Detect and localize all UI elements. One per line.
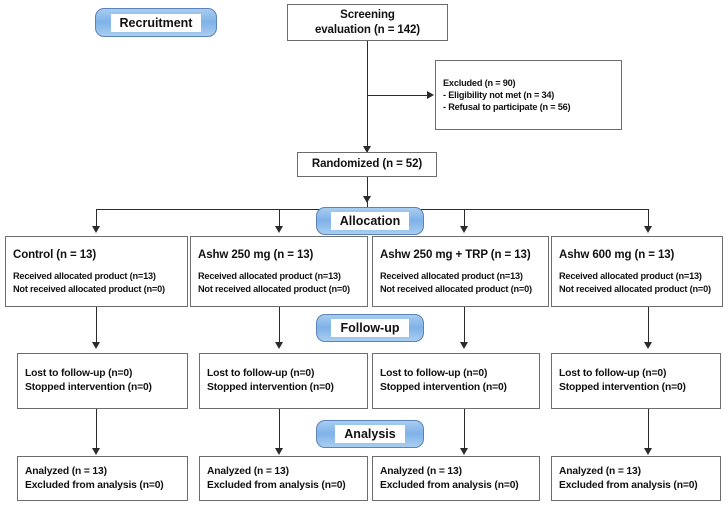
arrowhead-analysis-3 (460, 448, 468, 455)
connector-alloc-to-followup-4 (648, 307, 649, 347)
analysis-analyzed-1: Analyzed (n = 13) (25, 465, 107, 477)
followup-lost-3: Lost to follow-up (n=0) (380, 368, 488, 379)
allocation-not-received-1: Not received allocated product (n=0) (13, 283, 165, 294)
followup-stopped-4: Stopped intervention (n=0) (559, 382, 686, 393)
stage-banner-followup: Follow-up (316, 314, 424, 342)
connector-alloc-to-followup-1 (96, 307, 97, 347)
stage-banner-recruitment-label: Recruitment (110, 13, 202, 32)
stage-banner-allocation-label: Allocation (330, 212, 410, 230)
arrowhead-arm-1 (92, 226, 100, 233)
node-analysis-ashw-250: Analyzed (n = 13) Excluded from analysis… (199, 456, 368, 501)
arrowhead-followup-1 (92, 342, 100, 349)
stage-banner-analysis-label: Analysis (335, 425, 405, 443)
connector-bus-drop-3 (464, 209, 465, 231)
analysis-excluded-2: Excluded from analysis (n=0) (207, 479, 346, 491)
followup-stopped-1: Stopped intervention (n=0) (25, 382, 152, 393)
connector-bus-drop-1 (96, 209, 97, 231)
arrowhead-randomized (363, 146, 371, 153)
node-screening-evaluation: Screening evaluation (n = 142) (287, 4, 448, 41)
node-allocation-ashw-250-trp: Ashw 250 mg + TRP (n = 13) Received allo… (372, 236, 549, 307)
connector-bus-drop-2 (279, 209, 280, 231)
node-allocation-ashw-600: Ashw 600 mg (n = 13) Received allocated … (551, 236, 723, 307)
analysis-excluded-3: Excluded from analysis (n=0) (380, 479, 519, 491)
analysis-analyzed-4: Analyzed (n = 13) (559, 465, 641, 477)
excluded-line-3: - Refusal to participate (n = 56) (443, 102, 571, 113)
allocation-not-received-2: Not received allocated product (n=0) (198, 283, 350, 294)
analysis-excluded-1: Excluded from analysis (n=0) (25, 479, 164, 491)
followup-lost-2: Lost to follow-up (n=0) (207, 368, 315, 379)
allocation-title-4: Ashw 600 mg (n = 13) (559, 249, 675, 262)
connector-followup-to-analysis-2 (279, 409, 280, 453)
followup-lost-4: Lost to follow-up (n=0) (559, 368, 667, 379)
followup-stopped-3: Stopped intervention (n=0) (380, 382, 507, 393)
connector-followup-to-analysis-1 (96, 409, 97, 453)
allocation-not-received-4: Not received allocated product (n=0) (559, 283, 711, 294)
connector-followup-to-analysis-4 (648, 409, 649, 453)
arrowhead-arm-3 (460, 226, 468, 233)
node-followup-ashw-600: Lost to follow-up (n=0) Stopped interven… (551, 353, 721, 409)
excluded-line-1: Excluded (n = 90) (443, 77, 516, 88)
analysis-analyzed-2: Analyzed (n = 13) (207, 465, 289, 477)
stage-banner-followup-label: Follow-up (331, 319, 409, 337)
connector-alloc-to-followup-3 (464, 307, 465, 347)
allocation-not-received-3: Not received allocated product (n=0) (380, 283, 532, 294)
arrowhead-excluded (427, 91, 434, 99)
allocation-title-2: Ashw 250 mg (n = 13) (198, 249, 314, 262)
allocation-received-3: Received allocated product (n=13) (380, 271, 523, 282)
allocation-received-4: Received allocated product (n=13) (559, 271, 702, 282)
stage-banner-analysis: Analysis (316, 420, 424, 448)
connector-alloc-to-followup-2 (279, 307, 280, 347)
connector-followup-to-analysis-3 (464, 409, 465, 453)
allocation-received-1: Received allocated product (n=13) (13, 271, 156, 282)
allocation-title-1: Control (n = 13) (13, 249, 97, 262)
analysis-analyzed-3: Analyzed (n = 13) (380, 465, 462, 477)
arrowhead-arm-2 (275, 226, 283, 233)
node-randomized: Randomized (n = 52) (297, 152, 437, 177)
connector-screening-to-randomized (367, 41, 368, 153)
arrowhead-followup-4 (644, 342, 652, 349)
node-allocation-control: Control (n = 13) Received allocated prod… (5, 236, 188, 307)
screening-line-1: Screening (340, 8, 395, 21)
connector-bus-drop-4 (648, 209, 649, 231)
node-excluded: Excluded (n = 90) - Eligibility not met … (435, 60, 622, 130)
connector-randomized-down (367, 177, 368, 209)
connector-screening-to-excluded (367, 95, 428, 96)
arrowhead-followup-2 (275, 342, 283, 349)
node-analysis-ashw-250-trp: Analyzed (n = 13) Excluded from analysis… (372, 456, 540, 501)
node-analysis-control: Analyzed (n = 13) Excluded from analysis… (17, 456, 188, 501)
allocation-title-3: Ashw 250 mg + TRP (n = 13) (380, 249, 531, 262)
arrowhead-analysis-2 (275, 448, 283, 455)
node-allocation-ashw-250: Ashw 250 mg (n = 13) Received allocated … (190, 236, 368, 307)
node-followup-ashw-250-trp: Lost to follow-up (n=0) Stopped interven… (372, 353, 540, 409)
analysis-excluded-4: Excluded from analysis (n=0) (559, 479, 698, 491)
randomized-label: Randomized (n = 52) (311, 158, 423, 170)
node-analysis-ashw-600: Analyzed (n = 13) Excluded from analysis… (551, 456, 721, 501)
screening-line-2: evaluation (n = 142) (314, 23, 421, 36)
allocation-received-2: Received allocated product (n=13) (198, 271, 341, 282)
stage-banner-recruitment: Recruitment (95, 8, 217, 37)
arrowhead-analysis-4 (644, 448, 652, 455)
followup-stopped-2: Stopped intervention (n=0) (207, 382, 334, 393)
arrowhead-arm-4 (644, 226, 652, 233)
stage-banner-allocation: Allocation (316, 207, 424, 235)
arrowhead-allocation-bus (363, 196, 371, 203)
node-followup-control: Lost to follow-up (n=0) Stopped interven… (17, 353, 188, 409)
node-followup-ashw-250: Lost to follow-up (n=0) Stopped interven… (199, 353, 368, 409)
arrowhead-analysis-1 (92, 448, 100, 455)
followup-lost-1: Lost to follow-up (n=0) (25, 368, 133, 379)
excluded-line-2: - Eligibility not met (n = 34) (443, 89, 555, 100)
arrowhead-followup-3 (460, 342, 468, 349)
